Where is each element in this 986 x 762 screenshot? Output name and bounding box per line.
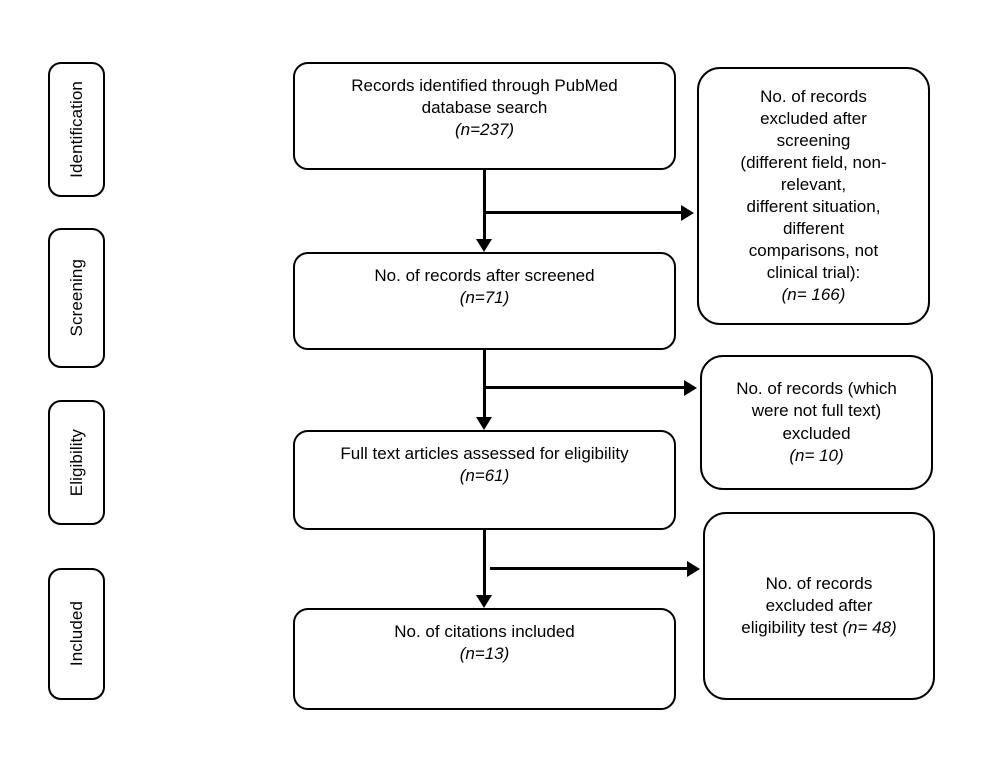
flow-box-full-text-assessed: Full text articles assessed for eligibil… bbox=[293, 430, 676, 530]
stage-box-identification: Identification bbox=[48, 62, 105, 197]
flow-box-excluded-after-screening: No. of records excluded after screening … bbox=[697, 67, 930, 325]
full-text-assessed-line1: Full text articles assessed for eligibil… bbox=[340, 444, 629, 463]
excluded-after-screening-line6: different situation, bbox=[746, 197, 881, 216]
flow-box-records-identified: Records identified through PubMed databa… bbox=[293, 62, 676, 170]
arrowhead-right-to-excluded-not-full-text bbox=[684, 380, 697, 396]
connector-horizontal-to-excluded-after-screening bbox=[483, 211, 683, 214]
connector-horizontal-to-excluded-not-full-text bbox=[483, 386, 686, 389]
excluded-not-full-text-line1: No. of records (which bbox=[736, 379, 897, 399]
arrowhead-down-to-full-text-assessed bbox=[476, 417, 492, 430]
excluded-after-screening-line9: clinical trial): bbox=[766, 263, 861, 283]
excluded-after-screening-line1: No. of records bbox=[760, 86, 867, 106]
arrowhead-down-to-records-after-screened bbox=[476, 239, 492, 252]
arrowhead-down-to-citations-included bbox=[476, 595, 492, 608]
excluded-after-eligibility-count: (n= 48) bbox=[842, 618, 897, 638]
connector-vertical-identification-to-screening bbox=[483, 170, 486, 240]
excluded-after-screening-line8: comparisons, not bbox=[748, 241, 879, 261]
arrowhead-right-to-excluded-after-eligibility bbox=[687, 561, 700, 577]
connector-vertical-screening-to-eligibility bbox=[483, 350, 486, 418]
records-identified-line1: Records identified through PubMed bbox=[351, 76, 618, 95]
citations-included-count: (n=13) bbox=[459, 644, 510, 664]
excluded-not-full-text-line2: were not full text) bbox=[751, 401, 882, 421]
stage-label-included: Included bbox=[67, 601, 86, 667]
records-identified-count: (n=237) bbox=[454, 120, 515, 140]
excluded-after-screening-line4: (different field, non- bbox=[740, 152, 887, 172]
excluded-after-screening-line5: relevant, bbox=[780, 174, 847, 194]
connector-horizontal-to-excluded-after-eligibility bbox=[490, 567, 689, 570]
stage-box-eligibility: Eligibility bbox=[48, 400, 105, 525]
connector-vertical-eligibility-to-included bbox=[483, 530, 486, 596]
full-text-assessed-count: (n=61) bbox=[459, 466, 510, 486]
citations-included-line1: No. of citations included bbox=[394, 622, 575, 641]
flow-box-citations-included: No. of citations included (n=13) bbox=[293, 608, 676, 710]
stage-box-included: Included bbox=[48, 568, 105, 700]
excluded-after-eligibility-line3: eligibility test (n= 48) bbox=[717, 617, 921, 639]
excluded-after-screening-line2: excluded after bbox=[760, 108, 867, 128]
excluded-after-screening-line3: screening bbox=[776, 130, 851, 150]
stage-label-screening: Screening bbox=[67, 259, 86, 337]
arrowhead-right-to-excluded-after-screening bbox=[681, 205, 694, 221]
stage-label-eligibility: Eligibility bbox=[67, 428, 86, 497]
excluded-not-full-text-line3: excluded bbox=[782, 423, 851, 443]
excluded-after-eligibility-line3-text: eligibility test bbox=[741, 618, 838, 638]
stage-box-screening: Screening bbox=[48, 228, 105, 368]
records-identified-line2: database search bbox=[421, 98, 548, 118]
excluded-not-full-text-count: (n= 10) bbox=[789, 445, 844, 465]
records-after-screened-count: (n=71) bbox=[459, 288, 510, 308]
flow-box-records-after-screened: No. of records after screened (n=71) bbox=[293, 252, 676, 350]
records-after-screened-line1: No. of records after screened bbox=[374, 266, 595, 285]
excluded-after-screening-count: (n= 166) bbox=[781, 285, 846, 305]
excluded-after-eligibility-line1: No. of records bbox=[765, 573, 873, 593]
flow-box-excluded-not-full-text: No. of records (which were not full text… bbox=[700, 355, 933, 490]
excluded-after-eligibility-line2: excluded after bbox=[765, 595, 873, 615]
flow-box-excluded-after-eligibility: No. of records excluded after eligibilit… bbox=[703, 512, 935, 700]
stage-label-identification: Identification bbox=[67, 81, 86, 178]
excluded-after-screening-line7: different bbox=[782, 219, 845, 239]
